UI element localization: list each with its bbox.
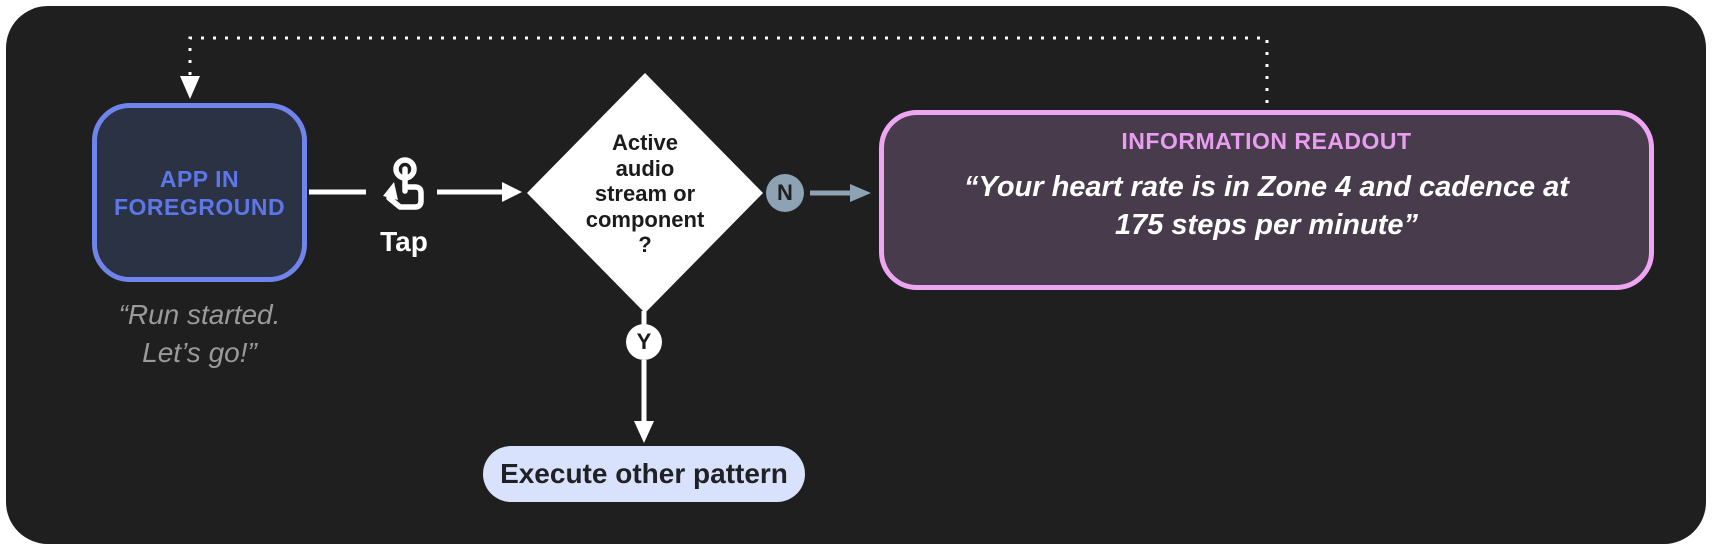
action-pill-label: Execute other pattern [500, 458, 788, 489]
node-app-in-foreground: APP IN FOREGROUND [92, 103, 307, 282]
app-voice-caption: “Run started. Let’s go!” [118, 299, 281, 368]
tap-gesture-icon [383, 157, 424, 210]
node-information-readout: INFORMATION READOUT “Your heart rate is … [879, 110, 1654, 290]
info-readout-title: INFORMATION READOUT [1121, 128, 1412, 154]
tap-label: Tap [380, 226, 428, 257]
info-readout-quote: “Your heart rate is in Zone 4 and cadenc… [964, 171, 1569, 241]
no-branch-badge: N [766, 174, 804, 212]
yes-branch-badge: Y [626, 324, 662, 360]
decision-label: Active audio stream or component ? [585, 130, 705, 257]
node-execute-other-pattern: Execute other pattern [483, 446, 805, 502]
app-node-label: APP IN FOREGROUND [113, 165, 286, 220]
